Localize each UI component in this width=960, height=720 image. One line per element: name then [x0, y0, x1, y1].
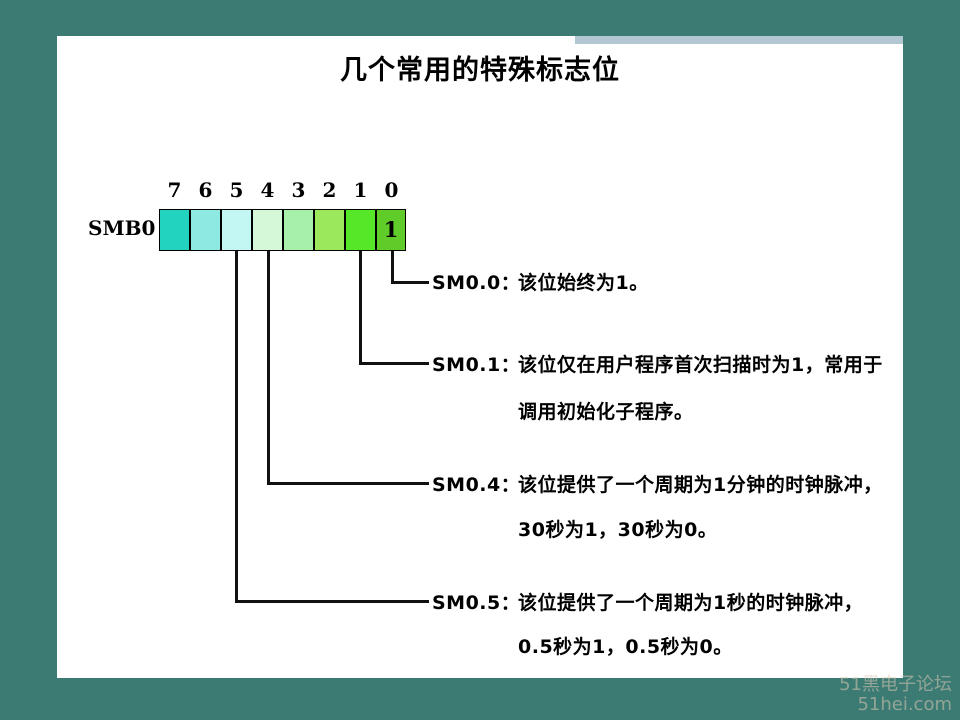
annotation-sm05-label: SM0.5：: [432, 592, 521, 614]
slide-top-accent-bar: [575, 36, 903, 44]
annotation-sm05-text-line2: 0.5秒为1，0.5秒为0。: [518, 636, 733, 658]
connector-sm05-vertical: [235, 251, 238, 603]
annotation-sm01-text-line1: 该位仅在用户程序首次扫描时为1，常用于: [518, 354, 883, 376]
register-cell-bit7: [159, 209, 190, 251]
annotation-sm01-text-line2: 调用初始化子程序。: [518, 401, 694, 423]
bit-number-1: 1: [353, 178, 368, 202]
annotation-sm04-text-line1: 该位提供了一个周期为1分钟的时钟脉冲，: [518, 474, 883, 496]
register-cell-bit6: [190, 209, 221, 251]
bit-number-5: 5: [229, 178, 244, 202]
annotation-sm00-label: SM0.0：: [432, 272, 521, 294]
slide-title: 几个常用的特殊标志位: [340, 55, 620, 86]
bit-number-7: 7: [167, 178, 182, 202]
annotation-sm01-label: SM0.1：: [432, 354, 521, 376]
register-cell-bit2: [314, 209, 345, 251]
watermark-url: 51hei.com: [857, 694, 952, 715]
register-cell-bit3: [283, 209, 314, 251]
bit-number-4: 4: [260, 178, 275, 202]
connector-sm01-horizontal: [359, 362, 429, 365]
annotation-sm04-text-line2: 30秒为1，30秒为0。: [518, 519, 718, 541]
bit-number-3: 3: [291, 178, 306, 202]
register-cell-bit1: [345, 209, 376, 251]
connector-sm05-horizontal: [235, 600, 429, 603]
connector-sm01-vertical: [359, 251, 362, 365]
connector-sm00-horizontal: [391, 281, 429, 284]
register-cell-bit4: [252, 209, 283, 251]
annotation-sm00-text-line1: 该位始终为1。: [518, 272, 649, 294]
connector-sm04-vertical: [267, 251, 270, 485]
watermark-forum-name: 51黑电子论坛: [839, 674, 952, 695]
register-cell-bit5: [221, 209, 252, 251]
annotation-sm04-label: SM0.4：: [432, 474, 521, 496]
register-label: SMB0: [88, 216, 156, 240]
bit-number-6: 6: [198, 178, 213, 202]
bit-number-2: 2: [322, 178, 337, 202]
slide-canvas: [57, 36, 903, 678]
annotation-sm05-text-line1: 该位提供了一个周期为1秒的时钟脉冲，: [518, 592, 864, 614]
connector-sm00-vertical: [391, 251, 394, 283]
bit-number-0: 0: [384, 178, 399, 202]
register-cell-bit0: 1: [376, 209, 406, 251]
connector-sm04-horizontal: [267, 482, 429, 485]
